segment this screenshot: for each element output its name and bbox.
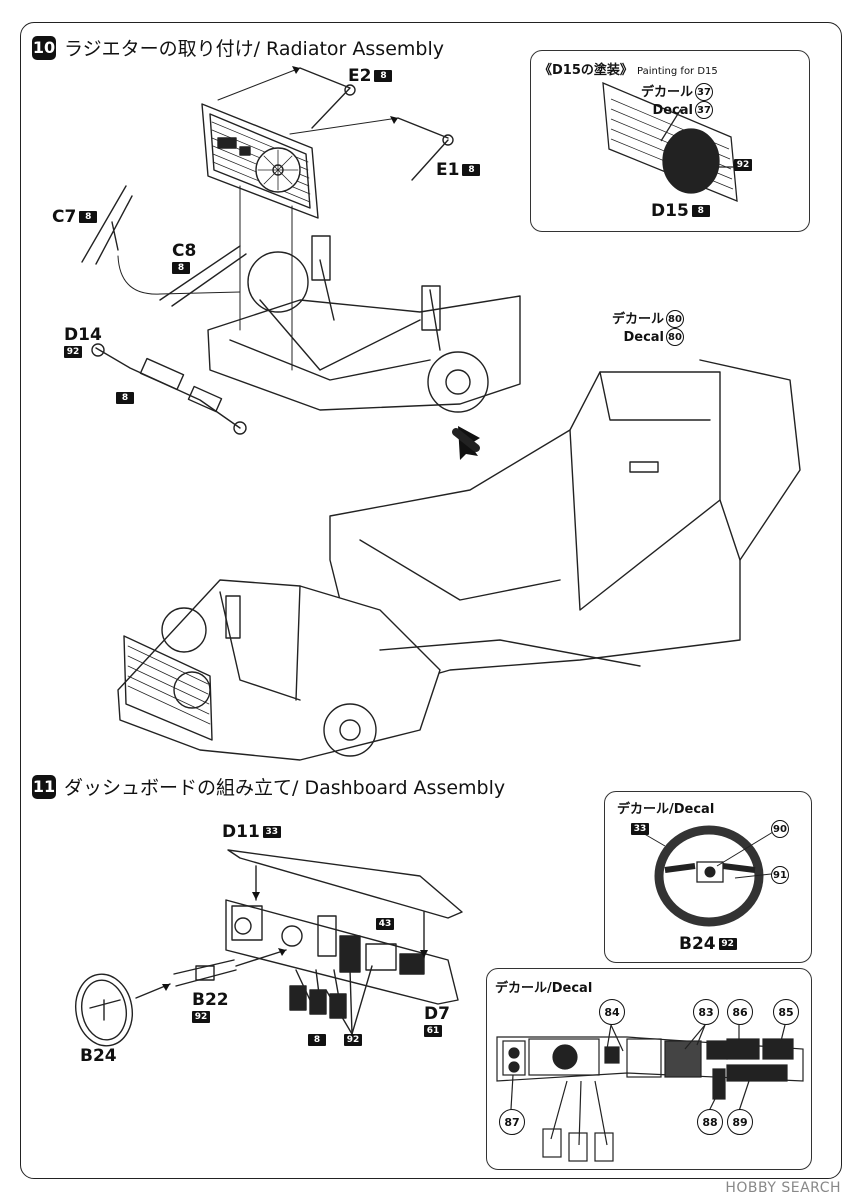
wheel-decal-90: 90 <box>771 820 789 838</box>
dash-decal-84: 84 <box>599 999 625 1025</box>
dash-decal-86: 86 <box>727 999 753 1025</box>
step-10-title: ラジエターの取り付け/ Radiator Assembly <box>64 38 444 60</box>
dash-decal-inset: デカール/Decal <box>486 968 812 1170</box>
radiator-drawing <box>201 103 319 219</box>
watermark: HOBBY SEARCH <box>725 1180 841 1196</box>
dash-decal-85: 85 <box>773 999 799 1025</box>
step-10-header: 10 ラジエターの取り付け/ Radiator Assembly <box>32 34 444 61</box>
part-b24-label: B24 <box>80 1046 117 1066</box>
d15-radiator-drawing <box>602 81 738 203</box>
d15-inset-title: 《D15の塗装》 Painting for D15 <box>539 63 718 78</box>
step-11-title: ダッシュボードの組み立て/ Dashboard Assembly <box>64 777 506 799</box>
pedal-paint-code: 8 <box>308 1034 326 1046</box>
dash-decal-87: 87 <box>499 1109 525 1135</box>
instruction-frame <box>20 22 842 1179</box>
d14-rod-paint: 8 <box>116 392 134 404</box>
panel-paint-code: 92 <box>344 1034 362 1046</box>
dash-decal-88: 88 <box>697 1109 723 1135</box>
step-11-header: 11 ダッシュボードの組み立て/ Dashboard Assembly <box>32 773 505 800</box>
switch-paint-code: 43 <box>376 918 394 930</box>
step-10-number: 10 <box>32 35 56 60</box>
dash-decal-title: デカール/Decal <box>495 981 593 996</box>
d15-paint-code: 92 <box>734 159 752 171</box>
wheel-rim-paint: 33 <box>631 823 649 835</box>
wheel-decal-title: デカール/Decal <box>617 802 715 817</box>
wheel-decal-drawing <box>640 825 774 927</box>
dash-decal-89: 89 <box>727 1109 753 1135</box>
wheel-decal-91: 91 <box>771 866 789 884</box>
step-11-number: 11 <box>32 774 56 799</box>
dash-decal-drawing <box>496 1024 804 1162</box>
dash-decal-83: 83 <box>693 999 719 1025</box>
